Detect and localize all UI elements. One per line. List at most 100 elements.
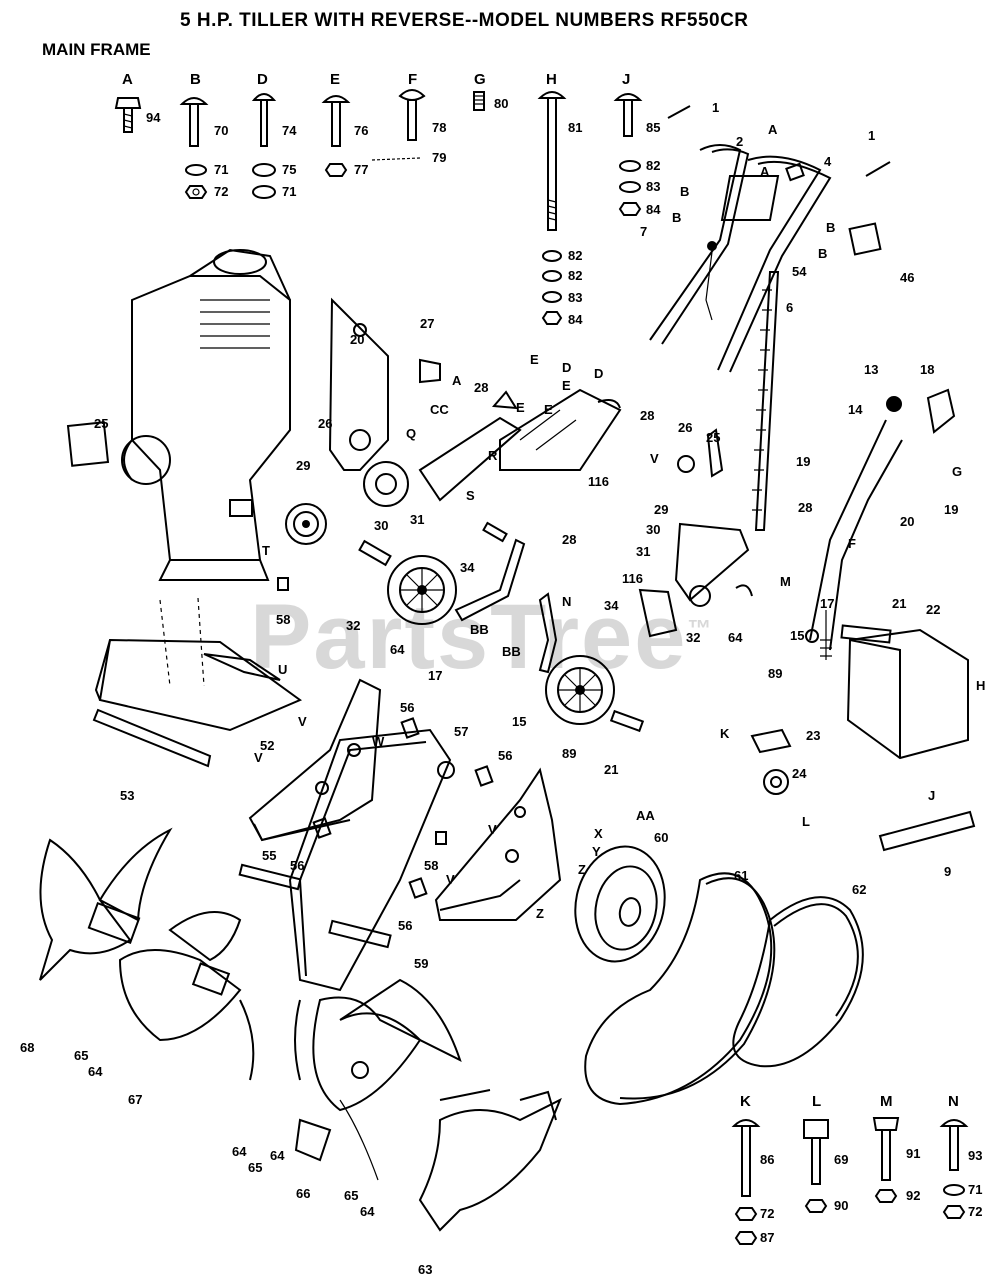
part-num-81: 81 bbox=[568, 120, 582, 135]
callout-12: 116 bbox=[588, 474, 609, 489]
callout-36a: 17 bbox=[428, 668, 442, 683]
callout-9: 9 bbox=[944, 864, 951, 879]
callout-41: 27 bbox=[420, 316, 434, 331]
callout-66: 66 bbox=[296, 1186, 310, 1201]
hdr-letter-H: H bbox=[546, 71, 557, 88]
hex-bolt-shape bbox=[114, 97, 142, 133]
hdr-letter-D: D bbox=[257, 71, 268, 88]
section-heading: MAIN FRAME bbox=[42, 40, 151, 59]
hdr-letter-N: N bbox=[948, 1093, 959, 1110]
hdr-letter-B: B bbox=[190, 71, 201, 88]
idler-bracket-assembly bbox=[328, 297, 622, 507]
ref-E4: E bbox=[544, 402, 553, 417]
ref-W: W bbox=[372, 734, 385, 749]
part-num-71: 71 bbox=[214, 162, 228, 177]
callout-1a: 1 bbox=[712, 100, 719, 115]
ref-B4: B bbox=[818, 246, 827, 261]
part-num-72c: 72 bbox=[968, 1204, 982, 1219]
callout-28a: 28 bbox=[798, 500, 812, 515]
part-num-85: 85 bbox=[646, 120, 660, 135]
callout-28b: 28 bbox=[562, 532, 576, 547]
part-num-84b: 84 bbox=[646, 202, 661, 217]
part-num-71b: 71 bbox=[282, 184, 296, 199]
callout-60: 60 bbox=[654, 830, 668, 845]
part-num-69: 69 bbox=[834, 1152, 848, 1167]
callout-11b: 28 bbox=[640, 408, 654, 423]
part-num-79: 79 bbox=[432, 150, 446, 165]
callout-2: 2 bbox=[736, 134, 743, 149]
callout-53: 53 bbox=[120, 788, 134, 803]
callout-43: 31 bbox=[410, 512, 424, 527]
ref-J: J bbox=[928, 788, 935, 803]
callout-18: 18 bbox=[920, 362, 934, 377]
hdr-letter-E: E bbox=[330, 71, 340, 88]
hdr-letter-L: L bbox=[812, 1093, 821, 1110]
callout-13: 13 bbox=[864, 362, 878, 377]
callout-14: 14 bbox=[848, 402, 863, 417]
callout-64c: 64 bbox=[232, 1144, 247, 1159]
ref-V1: V bbox=[650, 451, 659, 466]
ref-F: F bbox=[848, 536, 856, 551]
callout-56c: 56 bbox=[290, 858, 304, 873]
ref-A2: A bbox=[760, 164, 770, 179]
callout-65a: 65 bbox=[74, 1048, 88, 1063]
callout-64a: 64 bbox=[728, 630, 743, 645]
callout-40: 25 bbox=[94, 416, 108, 431]
callout-26: 26 bbox=[678, 420, 692, 435]
callout-32: 32 bbox=[686, 630, 700, 645]
callout-25: 25 bbox=[706, 430, 720, 445]
callout-64d: 64 bbox=[270, 1148, 285, 1163]
part-num-83b: 83 bbox=[646, 179, 660, 194]
gearcase-assembly bbox=[92, 597, 562, 992]
pulley-and-belts bbox=[574, 845, 864, 1106]
callout-48: 29 bbox=[296, 458, 310, 473]
callout-34: 34 bbox=[604, 598, 619, 613]
callout-7: 7 bbox=[640, 224, 647, 239]
part-num-87: 87 bbox=[760, 1230, 774, 1245]
callout-21: 21 bbox=[892, 596, 906, 611]
part-num-80: 80 bbox=[494, 96, 508, 111]
hardware-footer-row: K 86 72 87 L 69 90 M 91 92 N 93 71 72 bbox=[731, 1093, 982, 1245]
callout-89: 89 bbox=[768, 666, 782, 681]
callout-23: 23 bbox=[806, 728, 820, 743]
callout-15: 15 bbox=[790, 628, 804, 643]
wheel-assembly bbox=[358, 521, 645, 733]
hex-nut-shape bbox=[184, 185, 208, 199]
callout-37b: 89 bbox=[562, 746, 576, 761]
callout-20: 20 bbox=[900, 514, 914, 529]
callout-6: 6 bbox=[786, 300, 793, 315]
part-num-94: 94 bbox=[146, 110, 161, 125]
ref-X: X bbox=[594, 826, 603, 841]
callout-45: 26 bbox=[318, 416, 332, 431]
ref-M: M bbox=[780, 574, 791, 589]
part-num-77: 77 bbox=[354, 162, 368, 177]
callout-1b: 1 bbox=[868, 128, 875, 143]
diagram-title: 5 H.P. TILLER WITH REVERSE--MODEL NUMBER… bbox=[180, 10, 749, 31]
part-num-71c: 71 bbox=[968, 1182, 982, 1197]
callout-39: 20 bbox=[350, 332, 364, 347]
ref-V4: V bbox=[488, 822, 497, 837]
callout-4: 4 bbox=[824, 154, 832, 169]
hdr-letter-A: A bbox=[122, 71, 133, 88]
ref-V3: V bbox=[254, 750, 263, 765]
ref-K: K bbox=[720, 726, 730, 741]
part-num-90: 90 bbox=[834, 1198, 848, 1213]
callout-29: 29 bbox=[654, 502, 668, 517]
callout-58a: 58 bbox=[276, 612, 290, 627]
callout-65c: 65 bbox=[344, 1188, 358, 1203]
callout-56a: 56 bbox=[400, 700, 414, 715]
ref-A3: A bbox=[452, 373, 462, 388]
callout-54: 54 bbox=[792, 264, 807, 279]
ref-N: N bbox=[562, 594, 571, 609]
part-num-83: 83 bbox=[568, 290, 582, 305]
part-num-78: 78 bbox=[432, 120, 446, 135]
ref-Z2: Z bbox=[536, 906, 544, 921]
callout-27: 19 bbox=[796, 454, 810, 469]
ref-CC: CC bbox=[430, 402, 449, 417]
callout-63: 63 bbox=[418, 1262, 432, 1277]
callout-61: 61 bbox=[734, 868, 748, 883]
callout-116: 116 bbox=[622, 571, 643, 586]
callout-55: 55 bbox=[262, 848, 276, 863]
callout-64b: 64 bbox=[88, 1064, 103, 1079]
ref-BB2: BB bbox=[502, 644, 521, 659]
